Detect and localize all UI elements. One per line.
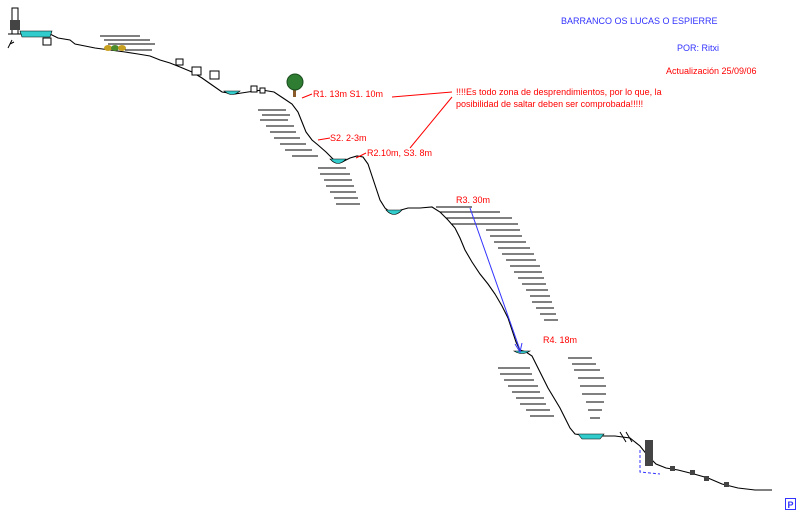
diagram-title: BARRANCO OS LUCAS O ESPIERRE (561, 16, 718, 26)
page-corner-p-icon[interactable]: P (785, 498, 796, 510)
bushes-icon (104, 45, 126, 51)
rappel-label-r2: R2.10m, S3. 8m (367, 148, 433, 158)
start-tower-icon (7, 7, 20, 49)
rock-hatching (100, 35, 606, 419)
pool-3 (329, 158, 347, 164)
boulders (42, 37, 266, 94)
label-leader-lines (301, 93, 367, 159)
rappel-label-r3: R3. 30m (456, 195, 491, 205)
jump-label-s2: S2. 2-3m (330, 133, 367, 143)
author-credit: POR: Ritxi (677, 43, 720, 53)
update-date: Actualización 25/09/06 (666, 66, 757, 76)
pool-4 (385, 209, 403, 215)
pool-5 (512, 350, 532, 354)
note-leader-lines (391, 91, 453, 149)
rappel-label-r4: R4. 18m (543, 335, 578, 345)
r3-rappel-arrow (469, 207, 523, 354)
pool-1 (19, 30, 53, 38)
pool-2 (223, 90, 241, 95)
rockfall-warning-note: !!!!Es todo zona de desprendimientos, po… (456, 87, 662, 109)
water-pools (19, 30, 605, 440)
rappel-label-r1: R1. 13m S1. 10m (313, 89, 384, 99)
tree-icon (286, 73, 304, 97)
pool-6 (577, 433, 605, 440)
exit-area (619, 431, 729, 487)
